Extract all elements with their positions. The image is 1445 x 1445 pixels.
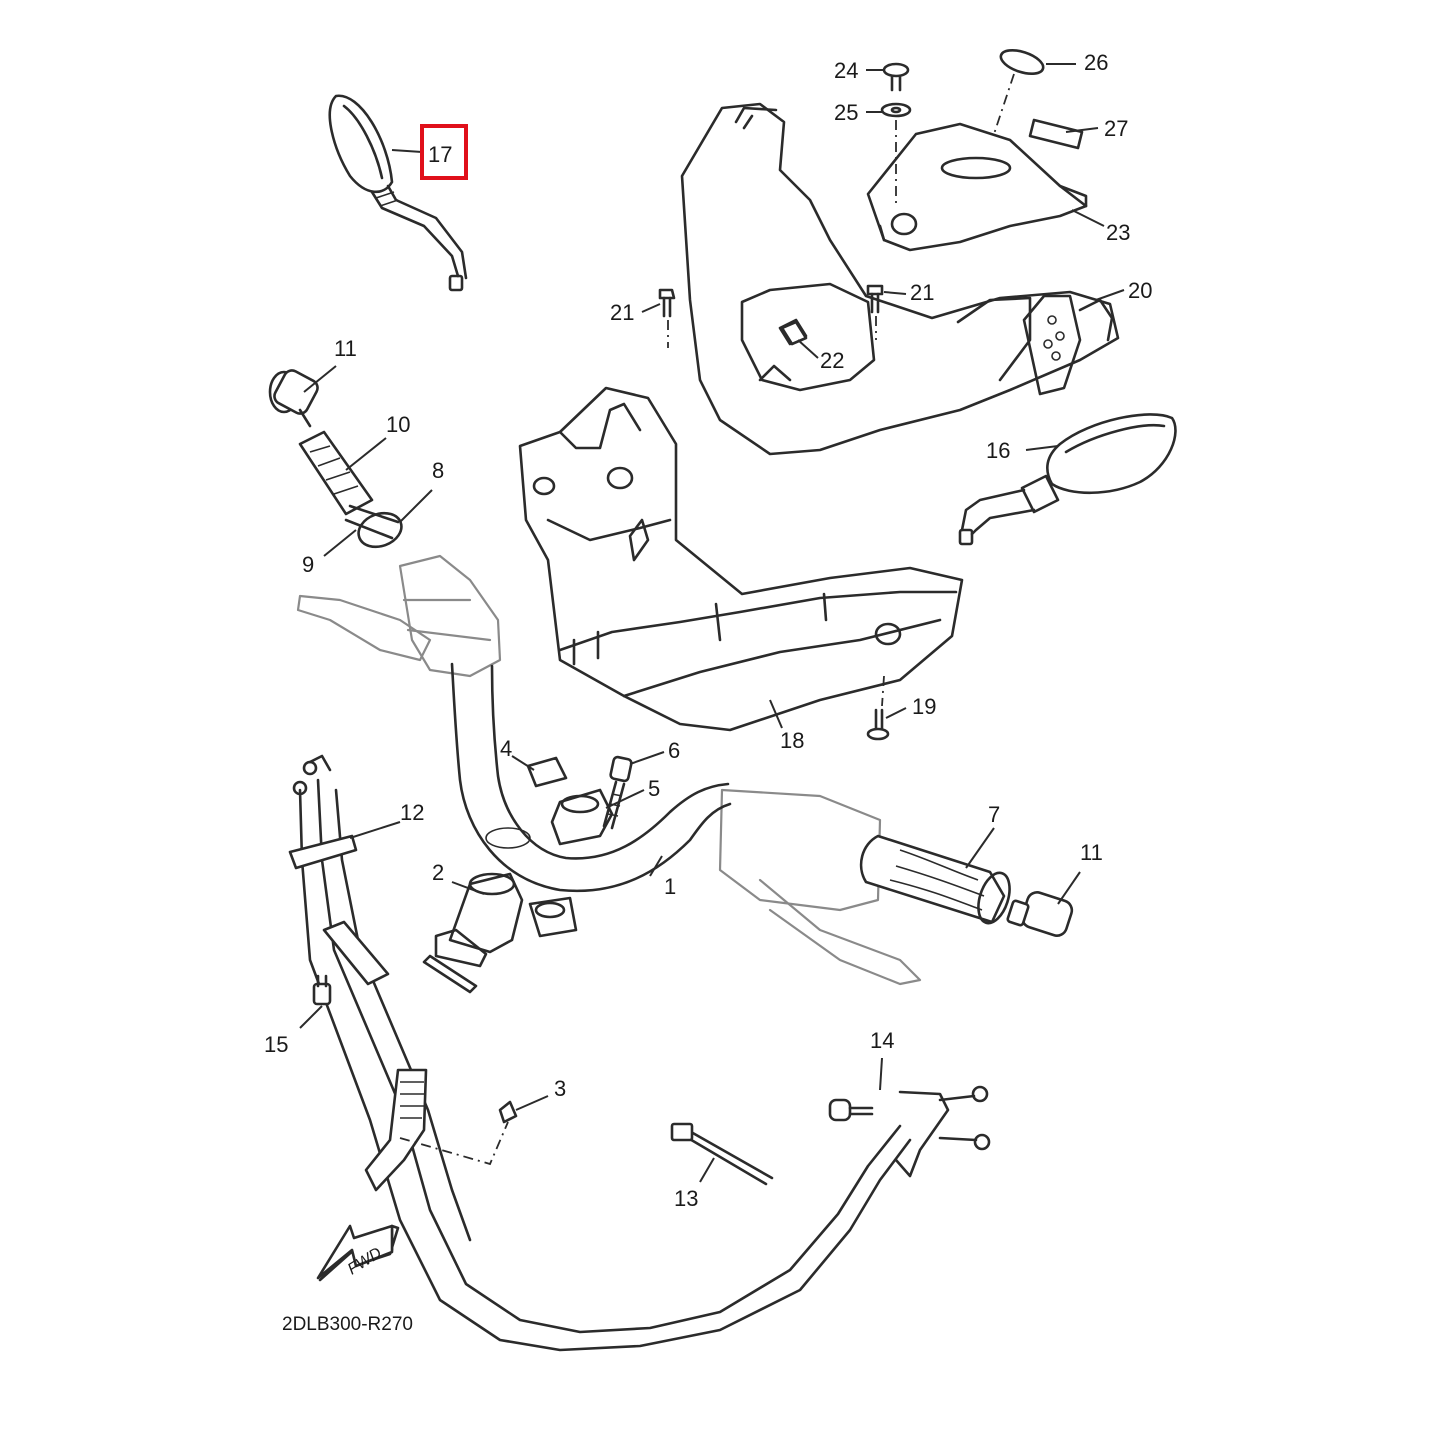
throttle-cables-drawing: [288, 754, 912, 1352]
handle-cover-drawing: [680, 102, 1120, 456]
callout-11-right[interactable]: 11: [1080, 840, 1103, 865]
right-switch-ghost-drawing: [718, 788, 922, 986]
left-switch-ghost-drawing: [296, 554, 502, 678]
callout-5[interactable]: 5: [648, 776, 660, 801]
cable-band-drawing: [364, 1068, 518, 1192]
highlight-box: [420, 124, 468, 180]
callout-27[interactable]: 27: [1104, 116, 1128, 141]
right-grip-drawing: [859, 834, 1011, 925]
callout-1[interactable]: 1: [664, 874, 676, 899]
callout-14[interactable]: 14: [870, 1028, 894, 1053]
label-27-drawing: [1028, 118, 1084, 150]
callout-13[interactable]: 13: [674, 1186, 698, 1211]
callout-18[interactable]: 18: [780, 728, 804, 753]
callout-9[interactable]: 9: [302, 552, 314, 577]
upper-clamp-drawing: [526, 756, 614, 846]
screw-24-drawing: [882, 62, 910, 92]
callout-4[interactable]: 4: [500, 736, 512, 761]
screw-21-left-drawing: [658, 288, 676, 348]
screw-15-drawing: [312, 974, 332, 1006]
diagram-code: 2DLB300-R270: [282, 1314, 413, 1335]
callout-26[interactable]: 26: [1084, 50, 1108, 75]
screw-19-drawing: [866, 675, 890, 741]
callout-23[interactable]: 23: [1106, 220, 1130, 245]
callout-3[interactable]: 3: [554, 1076, 566, 1101]
callout-16[interactable]: 16: [986, 438, 1010, 463]
callout-6[interactable]: 6: [668, 738, 680, 763]
callout-20[interactable]: 20: [1128, 278, 1152, 303]
callout-2[interactable]: 2: [432, 860, 444, 885]
callout-21-right[interactable]: 21: [910, 280, 934, 305]
front-inner-cover-drawing: [518, 386, 964, 732]
handlebar-drawing: [450, 662, 732, 893]
callout-17[interactable]: 17: [428, 142, 452, 167]
callout-21-left[interactable]: 21: [610, 300, 634, 325]
callout-11-left[interactable]: 11: [334, 336, 357, 361]
cable-tie-drawing: [670, 1122, 774, 1186]
bolt-14-drawing: [828, 1085, 991, 1178]
clamp-bolt-drawing: [602, 755, 633, 830]
screw-21-right-drawing: [866, 284, 884, 340]
callout-labels: 17 11 10 8 9 4 6 5 7 11 12 1 2 3 13 14 1…: [264, 50, 1152, 1211]
callout-12[interactable]: 12: [400, 800, 424, 825]
grip-end-right-drawing: [1006, 891, 1074, 937]
emblem-26-drawing: [993, 49, 1045, 135]
callout-22[interactable]: 22: [820, 348, 844, 373]
callout-25[interactable]: 25: [834, 100, 858, 125]
forward-arrow: [316, 1224, 400, 1282]
callout-19[interactable]: 19: [912, 694, 936, 719]
handlebar-holder-drawing: [422, 872, 578, 994]
callout-8[interactable]: 8: [432, 458, 444, 483]
nut-22-drawing: [780, 320, 808, 346]
left-grip-assembly-drawing: [268, 369, 403, 549]
washer-25-drawing: [880, 102, 912, 206]
mirror-left-drawing: [328, 94, 468, 292]
mirror-right-drawing: [958, 413, 1177, 546]
callout-10[interactable]: 10: [386, 412, 410, 437]
callout-15[interactable]: 15: [264, 1032, 288, 1057]
leader-lines: [299, 63, 1125, 1183]
callout-24[interactable]: 24: [834, 58, 858, 83]
callout-7[interactable]: 7: [988, 802, 1000, 827]
